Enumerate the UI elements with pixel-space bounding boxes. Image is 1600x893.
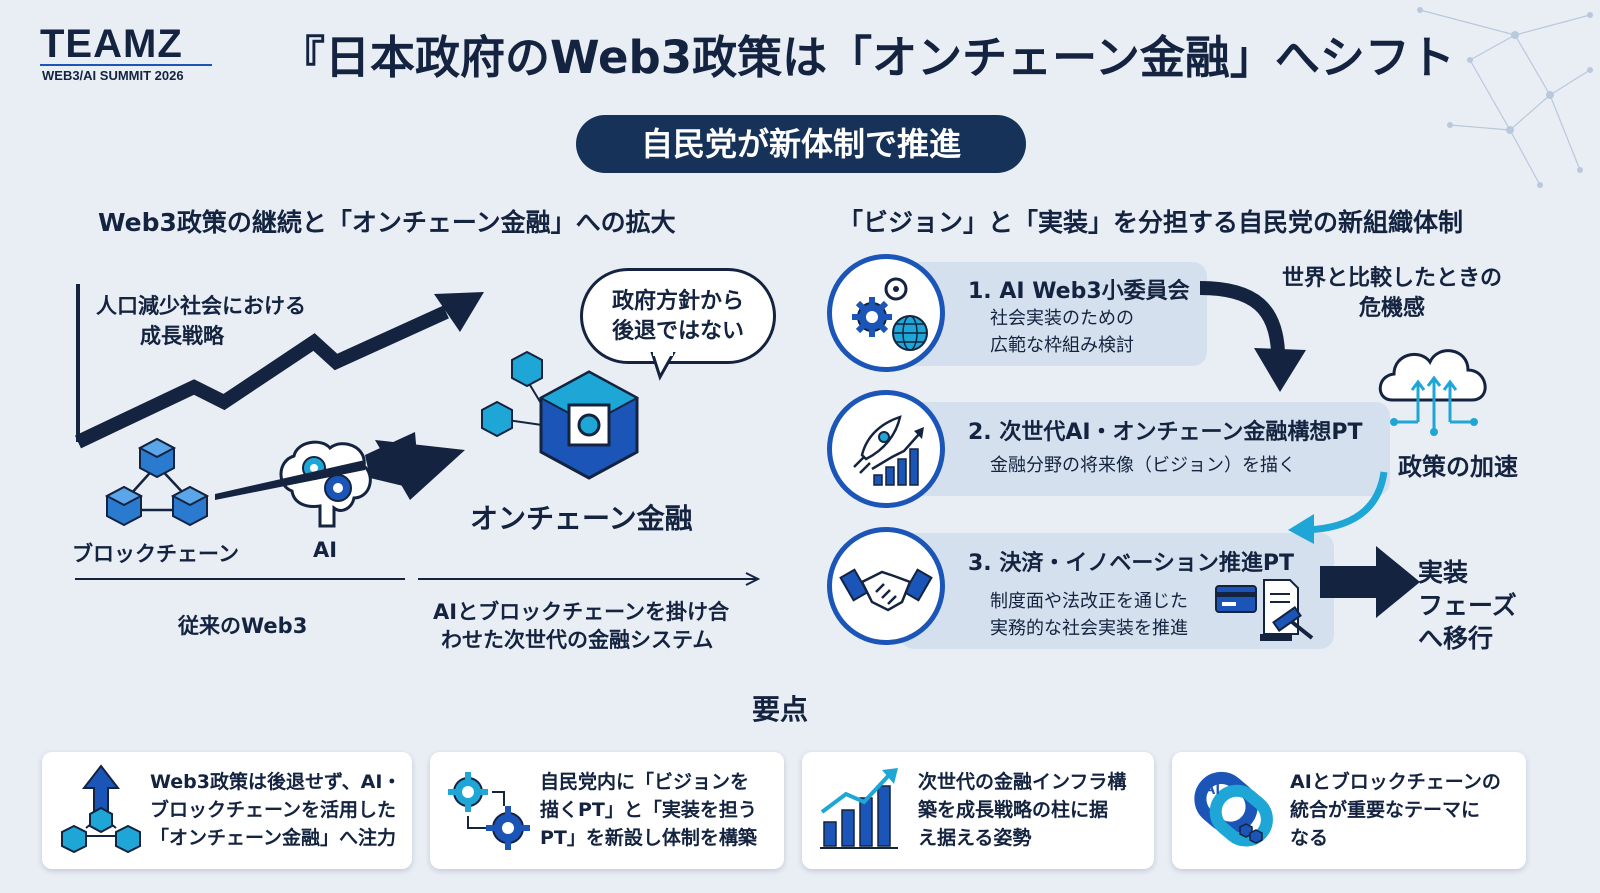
- point-card-4-line-1: AIとブロックチェーンの: [1290, 771, 1501, 793]
- step-circle-1: [827, 254, 945, 372]
- network-decoration: [1417, 7, 1593, 188]
- right-heading: 「ビジョン」と「実装」を分担する自民党の新組織体制: [838, 208, 1464, 237]
- crisis-label: 世界と比較したときの 危機感: [1268, 264, 1516, 324]
- point-card-4-line-2: 統合が重要なテーマに: [1290, 799, 1481, 821]
- step-title-2: 2. 次世代AI・オンチェーン金融構想PT: [968, 420, 1363, 445]
- card-gavel-icon: [1215, 579, 1314, 641]
- accel-curve-arrow: [1288, 471, 1388, 544]
- next-gen-label-2: わせた次世代の金融システム: [441, 628, 714, 652]
- phase-label-2: フェーズ: [1418, 591, 1517, 620]
- next-gen-label-1: AIとブロックチェーンを掛け合: [433, 600, 730, 624]
- growth-label-1: 人口減少社会における: [96, 294, 306, 318]
- step-desc-3a: 制度面や法改正を通じた: [990, 591, 1188, 612]
- step-desc-2: 金融分野の将来像（ビジョン）を描く: [990, 455, 1296, 476]
- point-card-4-text: AIとブロックチェーンの 統合が重要なテーマに なる: [1290, 768, 1501, 852]
- blockchain-label: ブロックチェーン: [72, 542, 239, 566]
- phase-arrow: [1320, 546, 1420, 618]
- step-desc-1a: 社会実装のための: [990, 308, 1134, 329]
- gears-globe-icon: [852, 277, 928, 351]
- blockchain-up-icon: [61, 764, 141, 854]
- accel-label: 政策の加速: [1398, 453, 1518, 481]
- point-card-1-line-2: ブロックチェーンを活用した: [150, 799, 397, 821]
- page-title: 『日本政府のWeb3政策は「オンチェーン金融」へシフト: [280, 31, 1455, 84]
- point-card-1-text: Web3政策は後退せず、AI・ ブロックチェーンを活用した 「オンチェーン金融」…: [150, 768, 401, 852]
- point-card-1-line-1: Web3政策は後退せず、AI・: [150, 771, 402, 793]
- crisis-curve-arrow: [1199, 281, 1306, 392]
- logo-subtitle: WEB3/AI SUMMIT 2026: [42, 68, 184, 83]
- rocket-chart-icon: [853, 415, 924, 486]
- point-card-3-text: 次世代の金融インフラ構 築を成長戦略の柱に据 え据える姿勢: [918, 768, 1126, 852]
- phase-label: 実装 フェーズ へ移行: [1418, 556, 1517, 655]
- ai-label: AI: [313, 538, 338, 562]
- growth-chart-icon: [820, 768, 898, 849]
- point-card-3-line-1: 次世代の金融インフラ構: [918, 771, 1127, 793]
- gears-icon: [448, 772, 530, 850]
- bubble-tail: [650, 352, 676, 381]
- point-card-3: 次世代の金融インフラ構 築を成長戦略の柱に据 え据える姿勢: [802, 752, 1154, 869]
- left-heading: Web3政策の継続と「オンチェーン金融」への拡大: [98, 208, 676, 237]
- legacy-web3-label: 従来のWeb3: [178, 614, 308, 638]
- growth-label-2: 成長戦略: [140, 324, 224, 348]
- logo: TEAMZ: [40, 22, 183, 66]
- points-heading: 要点: [752, 693, 809, 726]
- point-card-1: Web3政策は後退せず、AI・ ブロックチェーンを活用した 「オンチェーン金融」…: [42, 752, 412, 869]
- phase-label-3: へ移行: [1418, 624, 1494, 653]
- legacy-divider: [75, 578, 405, 580]
- handshake-icon: [839, 568, 933, 612]
- svg-text:AI: AI: [1204, 781, 1220, 798]
- crisis-label-1: 世界と比較したときの: [1281, 266, 1502, 291]
- onchain-label: オンチェーン金融: [470, 502, 693, 535]
- bubble-line-1: 政府方針から: [611, 289, 744, 314]
- step-title-3: 3. 決済・イノベーション推進PT: [968, 551, 1295, 576]
- point-card-2-line-1: 自民党内に「ビジョンを: [540, 771, 750, 793]
- step-desc-3b: 実務的な社会実装を推進: [990, 618, 1188, 639]
- cloud-upload-icon: [1378, 349, 1487, 436]
- converge-arrows: [215, 432, 465, 500]
- growth-zigzag-arrow: [75, 284, 484, 449]
- point-card-4-line-3: なる: [1290, 827, 1329, 849]
- point-card-2-text: 自民党内に「ビジョンを 描くPT」と「実装を担う PT」を新設し体制を構築: [540, 768, 757, 852]
- bubble-line-2: 後退ではない: [611, 319, 744, 344]
- point-card-2: 自民党内に「ビジョンを 描くPT」と「実装を担う PT」を新設し体制を構築: [430, 752, 784, 869]
- step-desc-1b: 広範な枠組み検討: [990, 335, 1134, 356]
- timeline-arrow: [418, 572, 761, 586]
- onchain-hexagon-icon: [481, 350, 640, 480]
- step-panel-2: [900, 402, 1390, 496]
- step-panel-3: [900, 533, 1334, 649]
- step-panel-1: [900, 262, 1207, 366]
- point-card-3-line-2: 築を成長戦略の柱に据: [918, 799, 1109, 821]
- step-title-1: 1. AI Web3小委員会: [968, 279, 1190, 304]
- logo-underline: [40, 64, 212, 66]
- point-card-4: AI AIとブロックチェーンの 統合が重要なテーマに なる: [1172, 752, 1526, 869]
- point-card-2-line-2: 描くPT」と「実装を担う: [540, 799, 757, 821]
- step-circle-2: [827, 390, 945, 508]
- point-card-3-line-3: え据える姿勢: [918, 827, 1032, 849]
- point-card-1-line-3: 「オンチェーン金融」へ注力: [150, 827, 397, 849]
- blockchain-cubes-icon: [104, 437, 210, 527]
- speech-bubble: 政府方針から 後退ではない: [580, 268, 776, 364]
- phase-label-1: 実装: [1418, 558, 1469, 587]
- ai-blockchain-link-icon: AI: [1194, 771, 1273, 847]
- crisis-label-2: 危機感: [1358, 296, 1425, 321]
- subtitle-pill: 自民党が新体制で推進: [576, 115, 1026, 173]
- step-circle-3: [827, 527, 945, 645]
- point-card-2-line-3: PT」を新設し体制を構築: [540, 827, 757, 849]
